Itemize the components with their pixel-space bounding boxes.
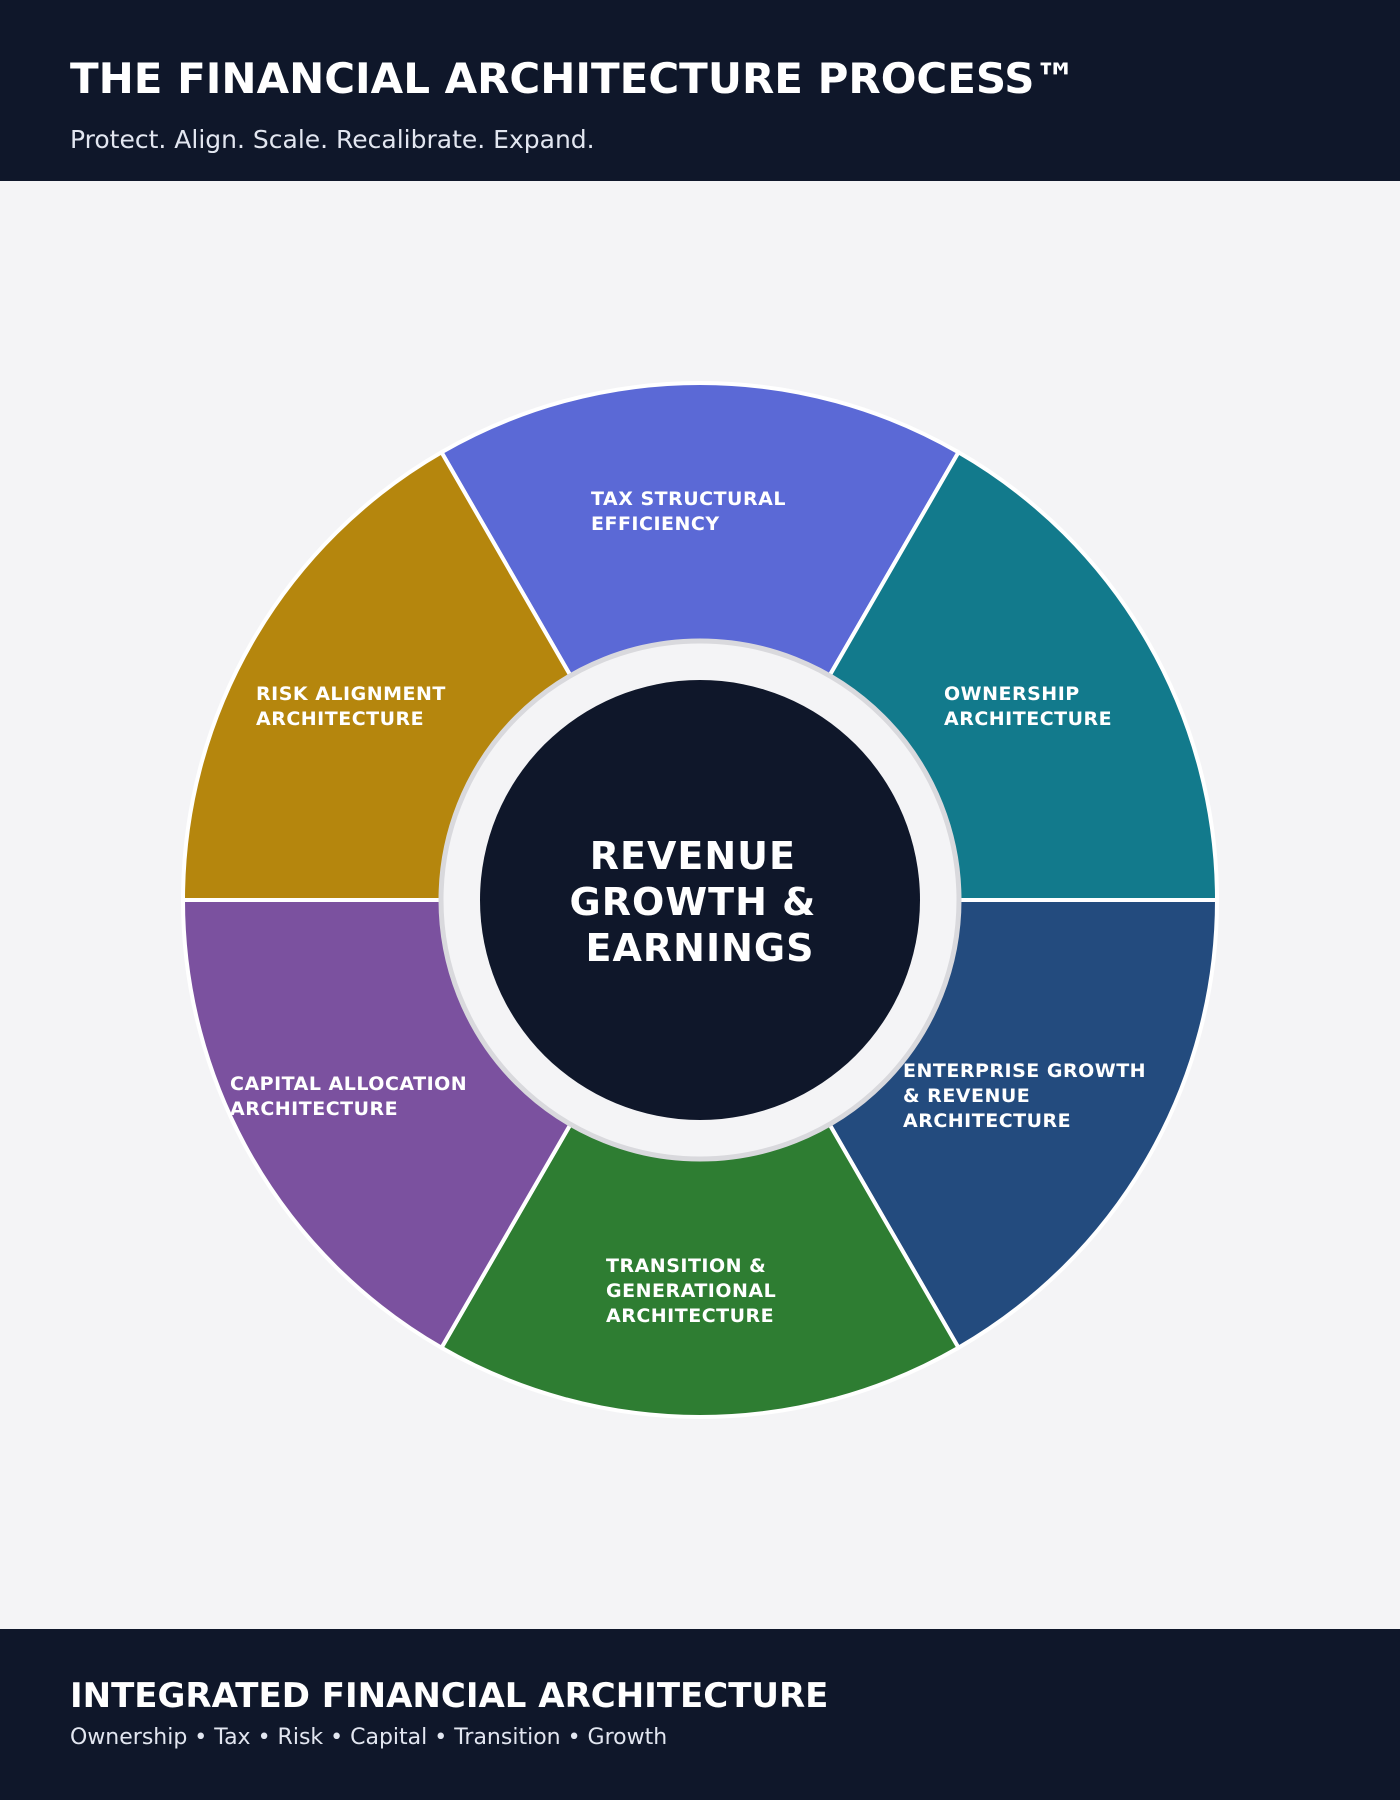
center-label: REVENUE GROWTH & EARNINGS bbox=[570, 834, 831, 970]
page-subtitle: Protect. Align. Scale. Recalibrate. Expa… bbox=[70, 125, 595, 154]
footer-banner: INTEGRATED FINANCIAL ARCHITECTURE Owners… bbox=[0, 1629, 1400, 1800]
footer-subtitle: Ownership • Tax • Risk • Capital • Trans… bbox=[70, 1725, 668, 1750]
header-banner: THE FINANCIAL ARCHITECTURE PROCESS™ Prot… bbox=[0, 0, 1400, 181]
footer-title: INTEGRATED FINANCIAL ARCHITECTURE bbox=[70, 1676, 829, 1716]
center-circle bbox=[480, 680, 920, 1120]
page-title: THE FINANCIAL ARCHITECTURE PROCESS™ bbox=[70, 54, 1077, 103]
